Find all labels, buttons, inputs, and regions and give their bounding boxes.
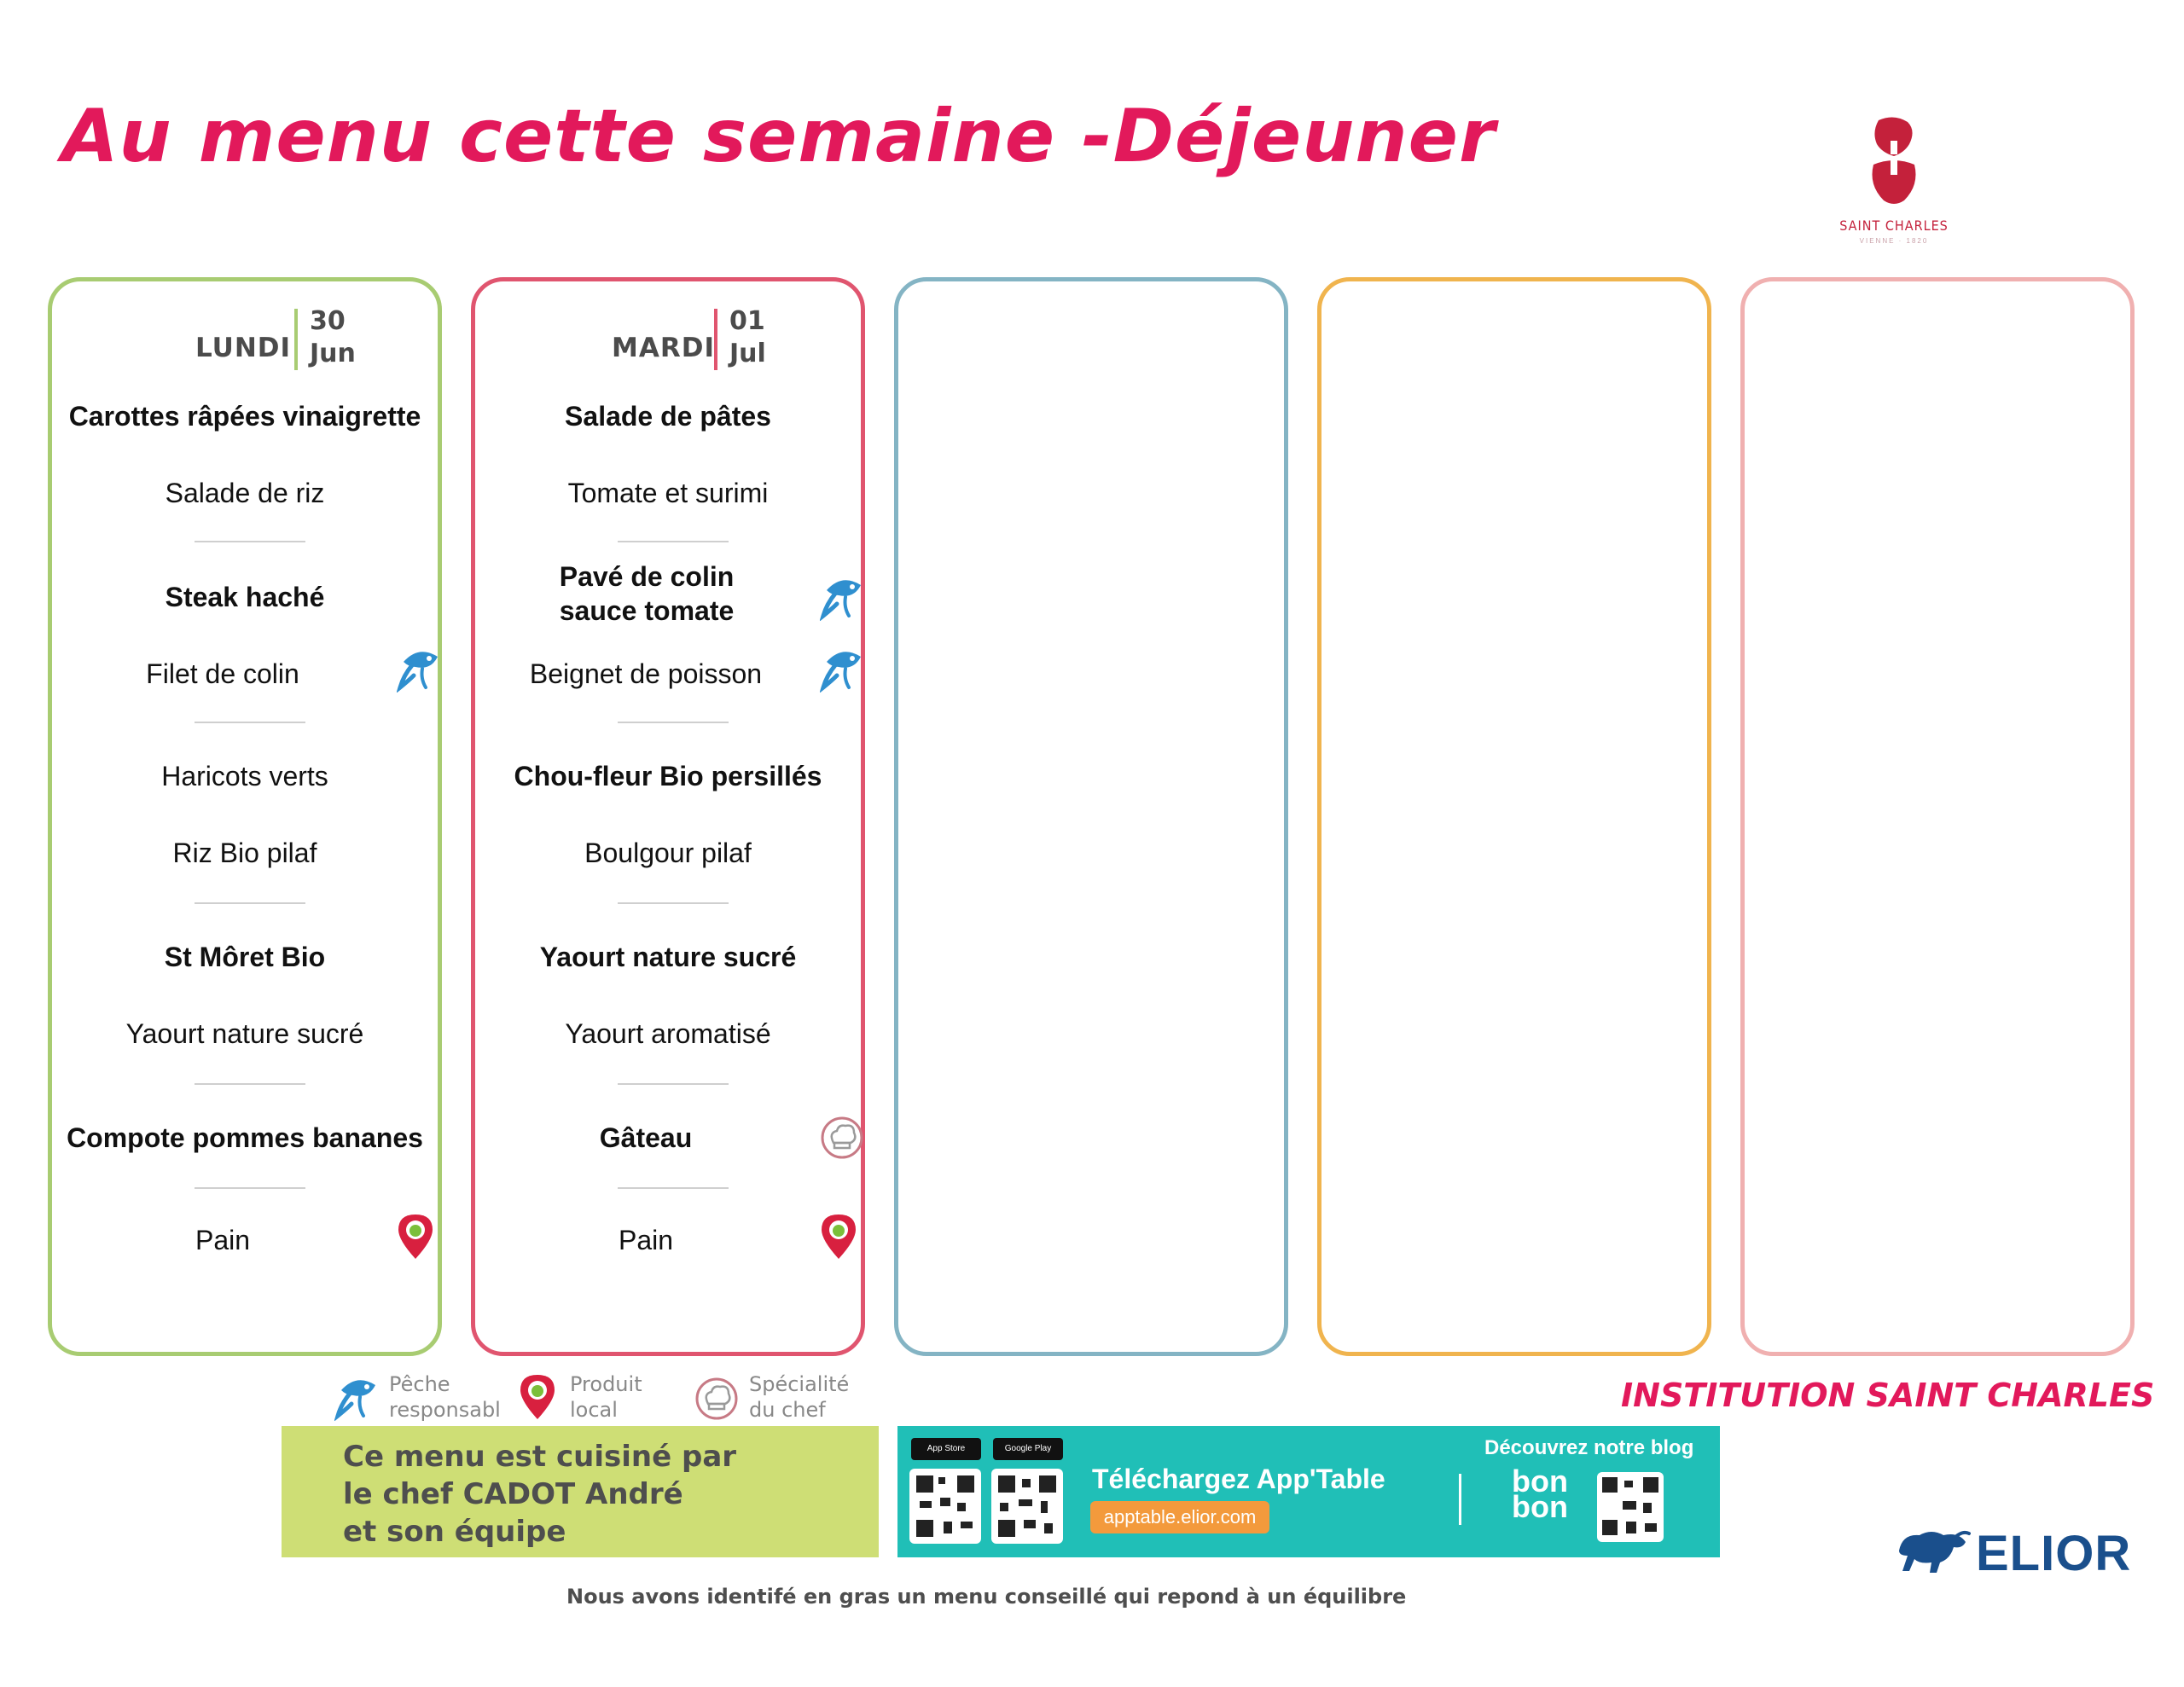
institution-name: INSTITUTION SAINT CHARLES <box>1621 1377 2155 1414</box>
day-month: Jul <box>729 339 766 368</box>
menu-item: Compote pommes bananes <box>67 1122 423 1153</box>
day-column-empty <box>1317 277 1711 1356</box>
fish-icon <box>396 645 441 693</box>
day-column-empty <box>1740 277 2135 1356</box>
legend-label-line: local <box>570 1398 618 1422</box>
menu-item: Filet de colin <box>146 658 299 689</box>
course-divider <box>618 722 729 723</box>
menu-item: Carottes râpées vinaigrette <box>68 401 421 432</box>
menu-item: Salade de riz <box>165 478 325 508</box>
legend-label-line: Produit <box>570 1372 642 1396</box>
saint-charles-subtitle: VIENNE · 1820 <box>1859 237 1929 245</box>
menu-item: Pain <box>195 1225 251 1255</box>
day-separator <box>294 309 298 370</box>
app-store-badge[interactable]: App Store <box>911 1438 981 1460</box>
fish-icon <box>819 645 864 693</box>
chef-hat-icon <box>694 1375 739 1423</box>
course-divider <box>618 902 729 904</box>
day-column-empty <box>894 277 1288 1356</box>
course-divider <box>618 1083 729 1085</box>
day-date: 30 Jun <box>310 305 356 370</box>
day-date: 01 Jul <box>729 305 766 370</box>
day-separator <box>714 309 717 370</box>
location-pin-icon <box>515 1373 560 1421</box>
app-title: Téléchargez App'Table <box>1092 1464 1385 1494</box>
menu-item: Boulgour pilaf <box>584 838 752 868</box>
chef-banner: Ce menu est cuisiné par le chef CADOT An… <box>282 1426 879 1557</box>
elior-bull-icon <box>1894 1525 1971 1576</box>
day-name: LUNDI <box>195 333 292 363</box>
menu-item: Haricots verts <box>161 761 328 791</box>
course-divider <box>195 541 305 542</box>
saint-charles-mark-icon <box>1867 115 1921 209</box>
menu-item: Pavé de colin sauce tomate <box>559 561 735 626</box>
app-divider <box>1459 1474 1461 1525</box>
app-banner: App Store Google Play Téléchargez App'Ta… <box>897 1426 1720 1557</box>
day-header: LUNDI 30 Jun <box>52 297 438 370</box>
qr-code-icon <box>1597 1472 1664 1542</box>
legend-label: Produit local <box>570 1371 642 1423</box>
day-number: 30 <box>310 306 346 336</box>
fish-icon <box>819 573 864 622</box>
qr-code-icon <box>991 1469 1063 1544</box>
day-month: Jun <box>310 339 356 368</box>
balance-note: Nous avons identifé en gras un menu cons… <box>566 1585 1407 1609</box>
chef-text: Ce menu est cuisiné par le chef CADOT An… <box>343 1440 737 1549</box>
day-number: 01 <box>729 306 765 336</box>
legend-label-line: responsabl <box>389 1398 501 1422</box>
legend-label-line: Pêche <box>389 1372 450 1396</box>
menu-item: Tomate et surimi <box>567 478 769 508</box>
chef-hat-icon <box>820 1114 864 1162</box>
course-divider <box>195 722 305 723</box>
day-name: MARDI <box>612 333 715 363</box>
legend-label: Spécialité du chef <box>749 1371 849 1423</box>
fish-icon <box>334 1373 379 1422</box>
legend-label-line: Spécialité <box>749 1372 850 1396</box>
saint-charles-name: SAINT CHARLES <box>1839 217 1949 234</box>
legend-label-line: du chef <box>749 1398 826 1422</box>
elior-logo: ELIOR <box>1894 1520 2150 1581</box>
bonbon-logo: bon bon <box>1512 1464 1568 1524</box>
elior-wordmark: ELIOR <box>1976 1526 2132 1581</box>
menu-item: Pain <box>618 1225 674 1255</box>
location-pin-icon <box>816 1213 861 1261</box>
menu-item: Yaourt nature sucré <box>125 1018 364 1049</box>
course-divider <box>195 1083 305 1085</box>
saint-charles-logo: SAINT CHARLES VIENNE · 1820 <box>1834 115 1954 260</box>
app-url-link[interactable]: apptable.elior.com <box>1090 1501 1269 1533</box>
menu-item: Chou-fleur Bio persillés <box>514 761 822 791</box>
location-pin-icon <box>393 1213 438 1261</box>
menu-item: Yaourt nature sucré <box>539 942 797 972</box>
legend-label: Pêche responsabl <box>389 1371 501 1423</box>
qr-code-icon <box>909 1469 981 1544</box>
menu-item: St Môret Bio <box>164 942 326 972</box>
menu-item: Gâteau <box>599 1122 693 1153</box>
day-header: MARDI 01 Jul <box>475 297 861 370</box>
menu-item: Steak haché <box>165 582 325 612</box>
course-divider <box>195 902 305 904</box>
course-divider <box>195 1187 305 1189</box>
blog-label: Découvrez notre blog <box>1484 1436 1694 1459</box>
menu-item: Riz Bio pilaf <box>172 838 317 868</box>
menu-item: Beignet de poisson <box>529 658 763 689</box>
menu-item: Salade de pâtes <box>565 401 771 432</box>
day-column-monday: LUNDI 30 Jun Carottes râpées vinaigrette… <box>48 277 442 1356</box>
menu-item: Yaourt aromatisé <box>565 1018 771 1049</box>
course-divider <box>618 1187 729 1189</box>
course-divider <box>618 541 729 542</box>
google-play-badge[interactable]: Google Play <box>993 1438 1063 1460</box>
day-column-tuesday: MARDI 01 Jul Salade de pâtes Tomate et s… <box>471 277 865 1356</box>
page-title: Au menu cette semaine -Déjeuner <box>61 94 1496 179</box>
